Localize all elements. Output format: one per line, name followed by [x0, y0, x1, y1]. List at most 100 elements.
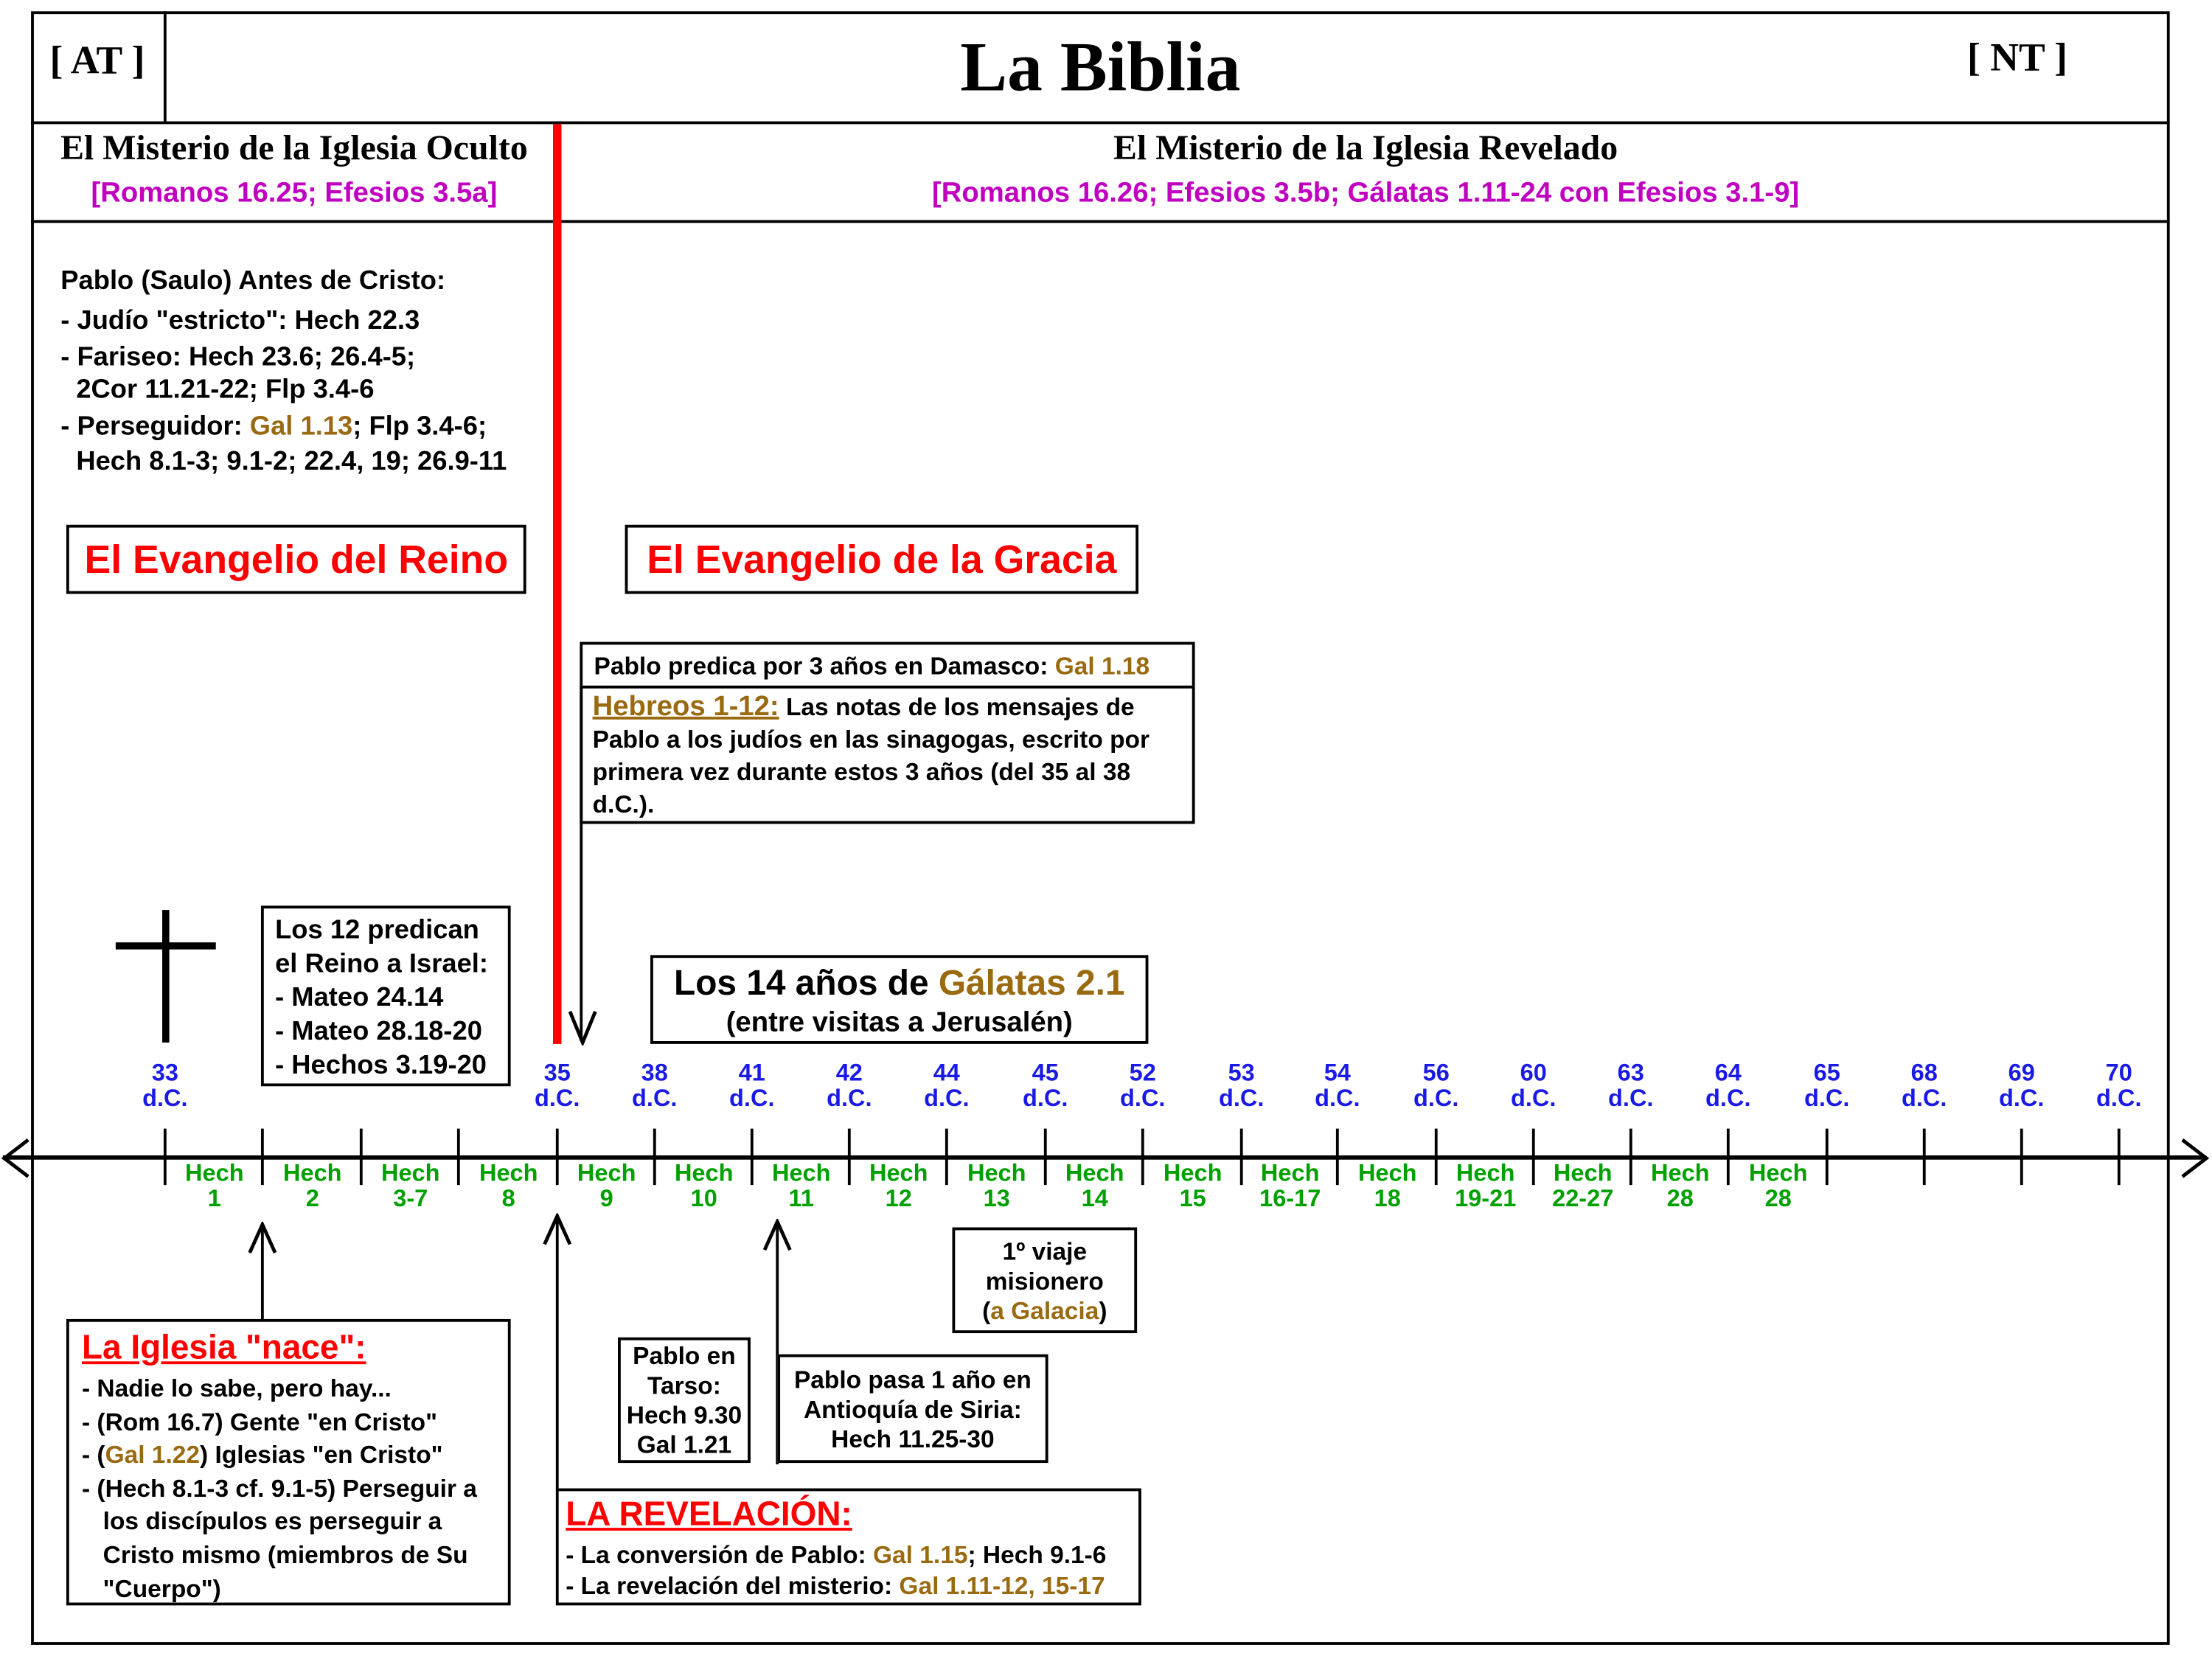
at-tag: [ AT ] — [49, 39, 145, 83]
hech-word: Hech — [1748, 1159, 1808, 1187]
timeline-tick — [456, 1128, 460, 1186]
year-number: 68 — [1910, 1059, 1938, 1087]
chapter-number: 28 — [1666, 1185, 1694, 1212]
year-number: 38 — [641, 1059, 668, 1087]
text: 1º viaje — [1002, 1237, 1088, 1266]
year-suffix: d.C. — [1705, 1085, 1751, 1112]
timeline-tick — [847, 1128, 851, 1186]
timeline-tick — [163, 1128, 167, 1186]
year-number: 69 — [2008, 1059, 2035, 1087]
text: - (Rom 16.7) Gente "en Cristo" — [81, 1407, 437, 1436]
year-number: 53 — [1228, 1059, 1255, 1087]
year-suffix: d.C. — [1218, 1085, 1265, 1112]
outer-frame — [31, 11, 2170, 1645]
text: ( — [982, 1296, 991, 1325]
timeline-axis — [2, 1155, 2207, 1160]
ref: a Galacia — [990, 1296, 1099, 1325]
year-suffix: d.C. — [2096, 1085, 2142, 1112]
ref: Gal 1.15 — [873, 1540, 968, 1569]
hebreos-box: Hebreos 1-12: Las notas de los mensajes … — [580, 685, 1195, 824]
hech-word: Hech — [674, 1159, 734, 1187]
year-number: 64 — [1714, 1059, 1742, 1087]
year-suffix: d.C. — [1999, 1085, 2045, 1112]
chapter-number: 2 — [305, 1185, 319, 1212]
timeline-tick — [1825, 1128, 1829, 1186]
text: - Hechos 3.19-20 — [275, 1051, 487, 1081]
text: "Cuerpo") — [102, 1573, 221, 1602]
arrow-up-icon — [762, 1219, 792, 1251]
arrow-line — [580, 685, 583, 1042]
timeline-tick — [1043, 1128, 1047, 1186]
timeline-tick — [1141, 1128, 1144, 1186]
hech-word: Hech — [1260, 1159, 1320, 1187]
timeline-tick — [2020, 1128, 2023, 1186]
text: Los 12 predican — [275, 915, 479, 945]
subtitle: (entre visitas a Jerusalén) — [726, 1007, 1073, 1039]
chapter-number: 28 — [1764, 1185, 1792, 1212]
hech-word: Hech — [479, 1159, 538, 1187]
chapter-number: 22-27 — [1552, 1185, 1614, 1212]
text: - La conversión de Pablo: Gal 1.15; Hech… — [566, 1539, 1138, 1570]
chapter-number: 16-17 — [1259, 1185, 1321, 1212]
timeline-tick — [1531, 1128, 1535, 1186]
year-number: 56 — [1422, 1059, 1450, 1087]
text: el Reino a Israel: — [275, 949, 489, 979]
chapter-number: 8 — [501, 1185, 515, 1212]
page-title: La Biblia — [960, 27, 1241, 106]
ref: Gal 1.13 — [249, 411, 353, 442]
text: ) Iglesias "en Cristo" — [200, 1440, 443, 1470]
chapter-number: 12 — [885, 1185, 912, 1212]
text: Los 14 años de — [673, 963, 939, 1004]
ref: Gal 1.22 — [105, 1440, 201, 1470]
arrow-up-icon — [248, 1221, 277, 1253]
hech-word: Hech — [1065, 1159, 1124, 1187]
chapter-number: 15 — [1179, 1185, 1206, 1212]
timeline-tick — [1922, 1128, 1926, 1186]
gospel-grace-box: El Evangelio de la Gracia — [625, 524, 1139, 594]
year-number: 63 — [1617, 1059, 1644, 1087]
arrow-line — [555, 1216, 559, 1490]
pablo-line: 2Cor 11.21-22; Flp 3.4-6 — [76, 375, 375, 406]
arrow-left-icon — [1, 1138, 29, 1178]
hech-word: Hech — [185, 1159, 244, 1187]
chapter-number: 1 — [207, 1185, 221, 1212]
hech-word: Hech — [1455, 1159, 1515, 1187]
timeline-tick — [359, 1128, 363, 1186]
arrow-right-icon — [2181, 1138, 2210, 1178]
arrow-up-icon — [543, 1213, 572, 1245]
ref: Gal 1.18 — [1054, 651, 1150, 681]
text: - Mateo 24.14 — [275, 983, 444, 1013]
year-number: 33 — [151, 1059, 178, 1087]
year-number: 70 — [2105, 1059, 2132, 1087]
timeline-tick — [945, 1128, 948, 1186]
year-number: 45 — [1032, 1059, 1059, 1087]
year-suffix: d.C. — [1413, 1085, 1459, 1112]
timeline-tick — [2117, 1128, 2121, 1186]
chapter-number: 18 — [1374, 1185, 1401, 1212]
twelve-preach-box: Los 12 predican el Reino a Israel: - Mat… — [260, 905, 511, 1087]
text: Pablo pasa 1 año en — [793, 1366, 1032, 1394]
text: - Mateo 28.18-20 — [275, 1017, 482, 1047]
year-suffix: d.C. — [1120, 1085, 1166, 1112]
text: - (Gal 1.22) Iglesias "en Cristo" — [82, 1439, 508, 1472]
text: misionero — [985, 1267, 1104, 1295]
text: - Perseguidor: — [60, 411, 250, 442]
hech-word: Hech — [869, 1159, 928, 1187]
